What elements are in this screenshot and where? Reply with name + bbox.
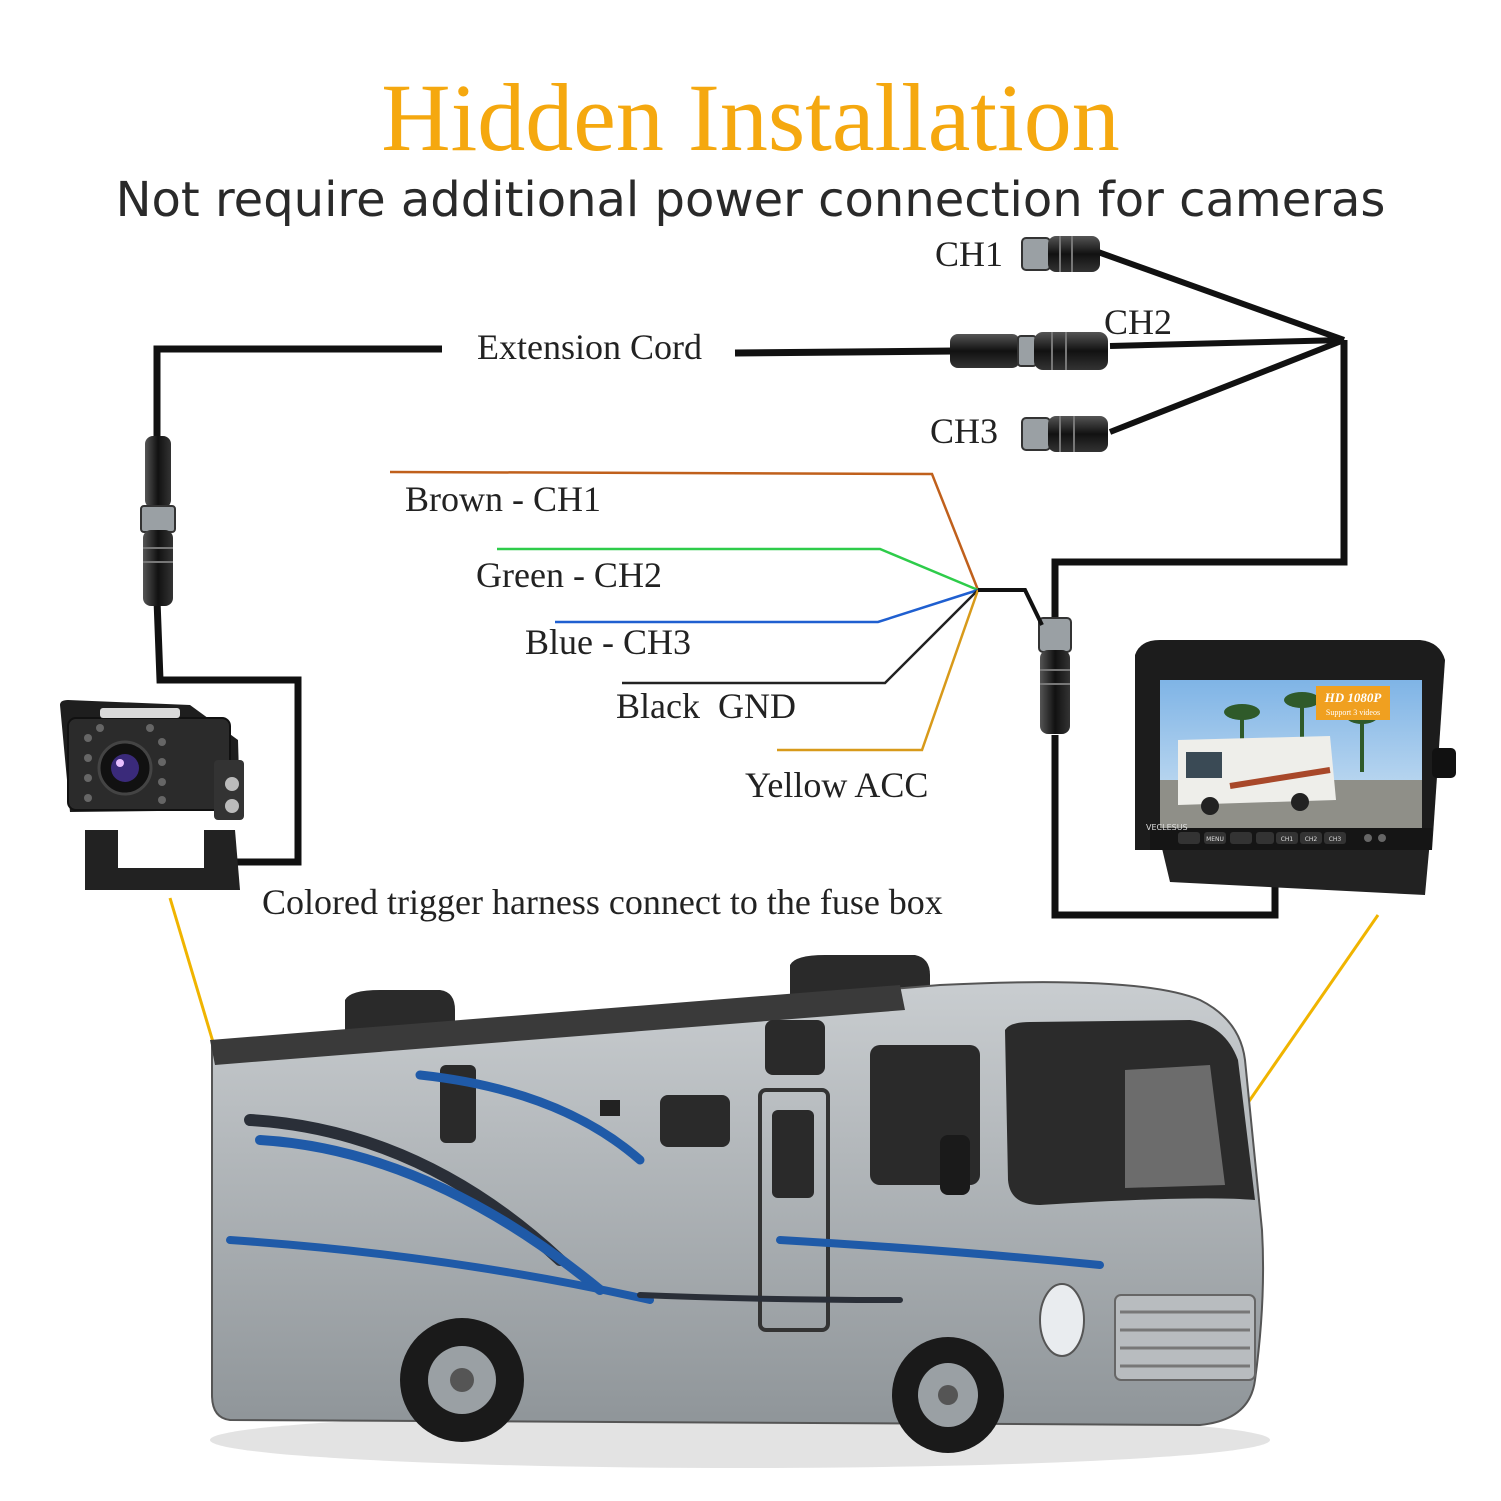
- ch2-connector-pair: [950, 332, 1108, 370]
- ch3-label: CH3: [930, 411, 999, 451]
- blue-wire-label: Blue - CH3: [525, 622, 691, 662]
- black-wire-label: Black GND: [616, 686, 796, 726]
- branch-ch2: [1109, 337, 1345, 349]
- yellow-wire: [777, 589, 980, 752]
- monitor-button-ch1: CH1: [1281, 836, 1294, 843]
- monitor-brand: VECLESUS: [1146, 823, 1188, 832]
- page-subtitle: Not require additional power connection …: [115, 172, 1386, 228]
- ch1-label: CH1: [935, 234, 1004, 274]
- camera-pointer: [168, 897, 215, 1043]
- splitter-branches: [1096, 249, 1346, 435]
- extension-cord-label: Extension Cord: [477, 327, 702, 367]
- monitor-buttons: MENU CH1 CH2 CH3: [1178, 832, 1386, 844]
- backup-camera: [60, 700, 244, 890]
- camera-cable-connector: [140, 436, 176, 606]
- monitor-badge-line1: HD 1080P: [1324, 690, 1383, 705]
- page-title: Hidden Installation: [381, 64, 1120, 171]
- harness-lead: [978, 588, 1044, 626]
- branch-ch1: [1096, 249, 1346, 343]
- splitter-trunk: [1051, 340, 1348, 625]
- extension-cable: [153, 340, 1348, 919]
- monitor-cable-connector: [1038, 617, 1072, 734]
- green-wire-label: Green - CH2: [476, 555, 662, 595]
- brown-wire-label: Brown - CH1: [405, 479, 601, 519]
- monitor: HD 1080P Support 3 videos VECLESUS MENU …: [1135, 640, 1456, 895]
- monitor-button-ch2: CH2: [1305, 836, 1318, 843]
- ch2-label: CH2: [1104, 302, 1173, 342]
- motorhome: [210, 955, 1270, 1468]
- ch3-connector: [1021, 416, 1108, 452]
- monitor-badge-line2: Support 3 videos: [1326, 708, 1380, 717]
- branch-ch3: [1108, 337, 1346, 435]
- green-wire: [497, 547, 979, 592]
- monitor-button-ch3: CH3: [1329, 836, 1342, 843]
- camera-cable: [153, 599, 302, 866]
- black-wire: [622, 589, 979, 685]
- monitor-button-menu: MENU: [1206, 836, 1224, 843]
- extension-cord-left: [153, 345, 442, 440]
- blue-wire: [555, 588, 979, 624]
- brown-wire: [389, 470, 980, 591]
- ch1-connector: [1021, 236, 1100, 272]
- yellow-wire-label: Yellow ACC: [745, 765, 929, 805]
- extension-cord-right: [734, 347, 956, 357]
- monitor-cable: [1051, 735, 1279, 919]
- trigger-harness: [389, 470, 1044, 752]
- harness-note: Colored trigger harness connect to the f…: [262, 882, 943, 922]
- rv-wheels: [400, 1318, 1004, 1453]
